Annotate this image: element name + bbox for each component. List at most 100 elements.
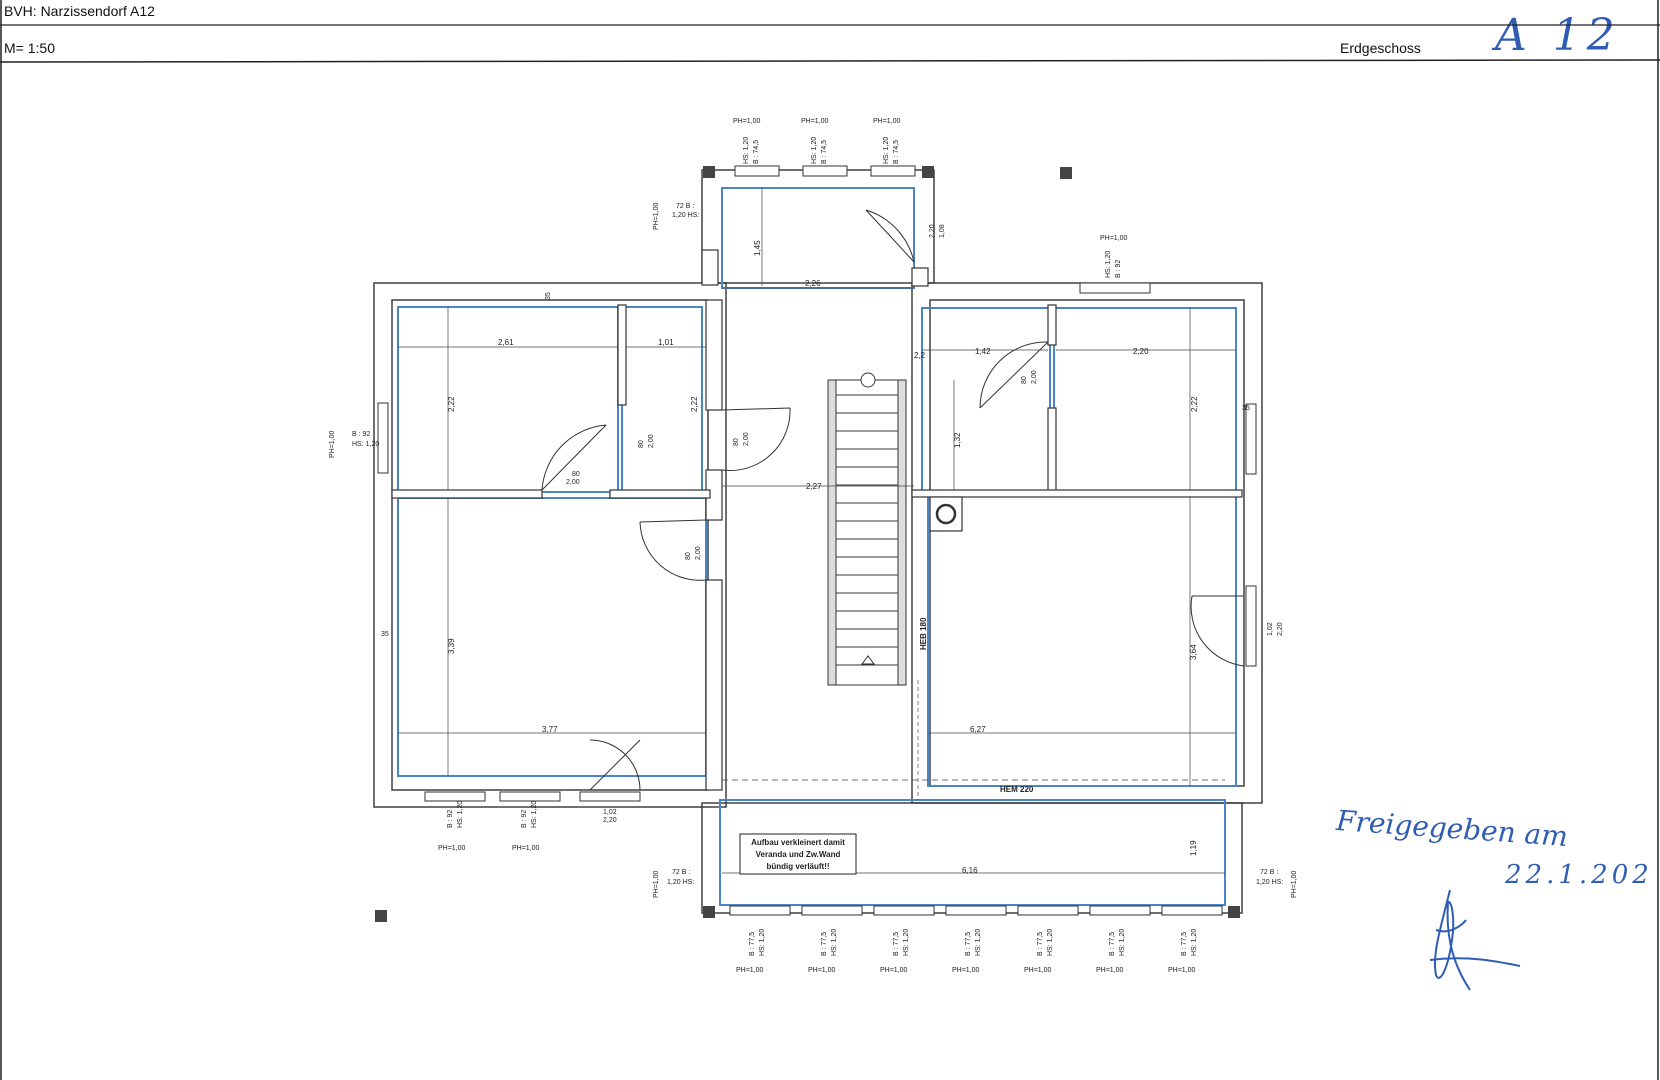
- window-label: 1,20 HS:: [1256, 879, 1283, 886]
- window-ph: PH=1,00: [438, 845, 466, 852]
- window-bottom-left: [424, 791, 486, 802]
- window-top: [870, 165, 916, 177]
- dim-label: 35: [381, 631, 389, 638]
- wall-horizontal-left: [391, 489, 543, 499]
- signature-mark: [1429, 889, 1521, 991]
- window-right-top: [1079, 282, 1151, 294]
- window-b: B : 77,5: [749, 932, 756, 956]
- interior-walls: [391, 249, 1243, 791]
- window-ph: PH=1,00: [1168, 967, 1196, 974]
- left-wing-outer-inner: [391, 299, 709, 791]
- window-ph: PH=1,00: [808, 967, 836, 974]
- window-hs: HS: 1,20: [1191, 929, 1198, 956]
- stair-stringer-right: [897, 379, 907, 686]
- window-ph: PH=1,00: [512, 845, 540, 852]
- stair-start-circle: [860, 372, 876, 388]
- window-ph: PH=1,00: [1096, 967, 1124, 974]
- dim-label: 2,22: [1190, 396, 1199, 412]
- wall-entry-post-l: [701, 249, 719, 286]
- window-label: PH=1,00: [329, 430, 336, 458]
- window-label: PH=1,00: [653, 870, 660, 898]
- corner-block: [703, 906, 715, 918]
- project-title: BVH: Narzissendorf A12: [4, 3, 155, 19]
- note-box: [739, 833, 857, 875]
- window-label: PH=1,00: [1100, 235, 1128, 242]
- dim-label: 2,22: [690, 396, 699, 412]
- door-dim: 2,00: [743, 432, 750, 446]
- window-label: HS: 1,20: [352, 441, 379, 448]
- wall-right-divider-2: [1047, 407, 1057, 494]
- dim-label: 1,19: [1189, 840, 1198, 856]
- dim-label: 1,45: [753, 240, 762, 256]
- measurement-lines: [398, 188, 1236, 874]
- plan-labels: 2,26 1,45 2,61 1,01 2,22 2,22 2,22 2,2 1…: [329, 202, 1298, 898]
- corner-block: [1228, 906, 1240, 918]
- corner-block: [1060, 167, 1072, 179]
- note-line: Aufbau verkleinert damit: [751, 838, 845, 847]
- window-hs: HS: 1,20: [531, 801, 538, 828]
- wall-corridor-left-3: [705, 579, 723, 791]
- window-label: 72 B :: [1260, 869, 1278, 876]
- window-hs: HS: 1,20: [1119, 929, 1126, 956]
- entrance-line: [721, 187, 915, 289]
- window-b: B : 77,5: [1181, 932, 1188, 956]
- window-b: B : 74,5: [821, 140, 828, 164]
- wall-horizontal-left-2: [609, 489, 711, 499]
- chimney: [929, 496, 963, 532]
- window-label: 1,20 HS:: [672, 212, 699, 219]
- stair-arrow: [861, 655, 875, 665]
- corner-block: [922, 166, 934, 178]
- stair-stringer-left: [827, 379, 837, 686]
- chimney-flue: [935, 503, 957, 525]
- door-dim: 2,00: [695, 546, 702, 560]
- window-bottom: [945, 905, 1007, 916]
- floor-label: Erdgeschoss: [1340, 40, 1421, 56]
- dim-label: 3,77: [542, 725, 558, 734]
- window-label: HS: 1,20: [1105, 251, 1112, 278]
- dim-label: 6,27: [970, 725, 986, 734]
- dim-label: 2,20: [1133, 347, 1149, 356]
- door-swing-room3: [639, 519, 707, 581]
- window-labels-bottom-left: B : 92 HS: 1,20 PH=1,00 B : 92 HS: 1,20 …: [438, 801, 540, 852]
- door-swing-right: [1190, 595, 1245, 667]
- corner-block: [703, 166, 715, 178]
- header-rule-bottom: [0, 59, 1660, 63]
- beam-label: HEM 220: [1000, 785, 1034, 794]
- window-ph: PH=1,00: [952, 967, 980, 974]
- window-labels-bottom: B : 77,5 HS: 1,20 PH=1,00 B : 77,5 HS: 1…: [736, 929, 1198, 974]
- window-frames: [377, 165, 1257, 916]
- window-hs: HS: 1,20: [903, 929, 910, 956]
- door-swings: [541, 209, 1245, 791]
- window-top: [734, 165, 780, 177]
- dim-label: 6,16: [962, 866, 978, 875]
- window-label: B : 92: [1115, 260, 1122, 278]
- right-top-room-b-line: [1053, 307, 1237, 492]
- dim-label: 1,32: [953, 432, 962, 448]
- beam-label: HEB 180: [919, 617, 928, 650]
- door-dim: 2,00: [648, 434, 655, 448]
- window-hs: HS: 1,20: [811, 137, 818, 164]
- window-hs: HS: 1,20: [883, 137, 890, 164]
- wall-entry-post-r: [911, 267, 929, 287]
- window-hs: HS: 1,20: [1047, 929, 1054, 956]
- window-label: 72 B :: [672, 869, 690, 876]
- window-left-wall: [377, 402, 389, 474]
- dim-label: 2,27: [806, 482, 822, 491]
- window-b: B : 74,5: [753, 140, 760, 164]
- window-b: B : 92: [521, 810, 528, 828]
- dim-label: 3,39: [447, 638, 456, 654]
- corner-blocks: [375, 166, 1240, 922]
- left-top-room-line: [397, 306, 619, 493]
- window-bottom-left: [499, 791, 561, 802]
- window-hs: HS: 1,20: [975, 929, 982, 956]
- window-b: B : 77,5: [1037, 932, 1044, 956]
- window-label: PH=1,00: [1291, 870, 1298, 898]
- left-wing-outer: [373, 282, 727, 808]
- door-dim: 80: [638, 440, 645, 448]
- dim-label: 35: [545, 292, 552, 300]
- wall-left-divider: [617, 304, 627, 406]
- window-bottom: [1017, 905, 1079, 916]
- veranda-line: [719, 799, 1226, 906]
